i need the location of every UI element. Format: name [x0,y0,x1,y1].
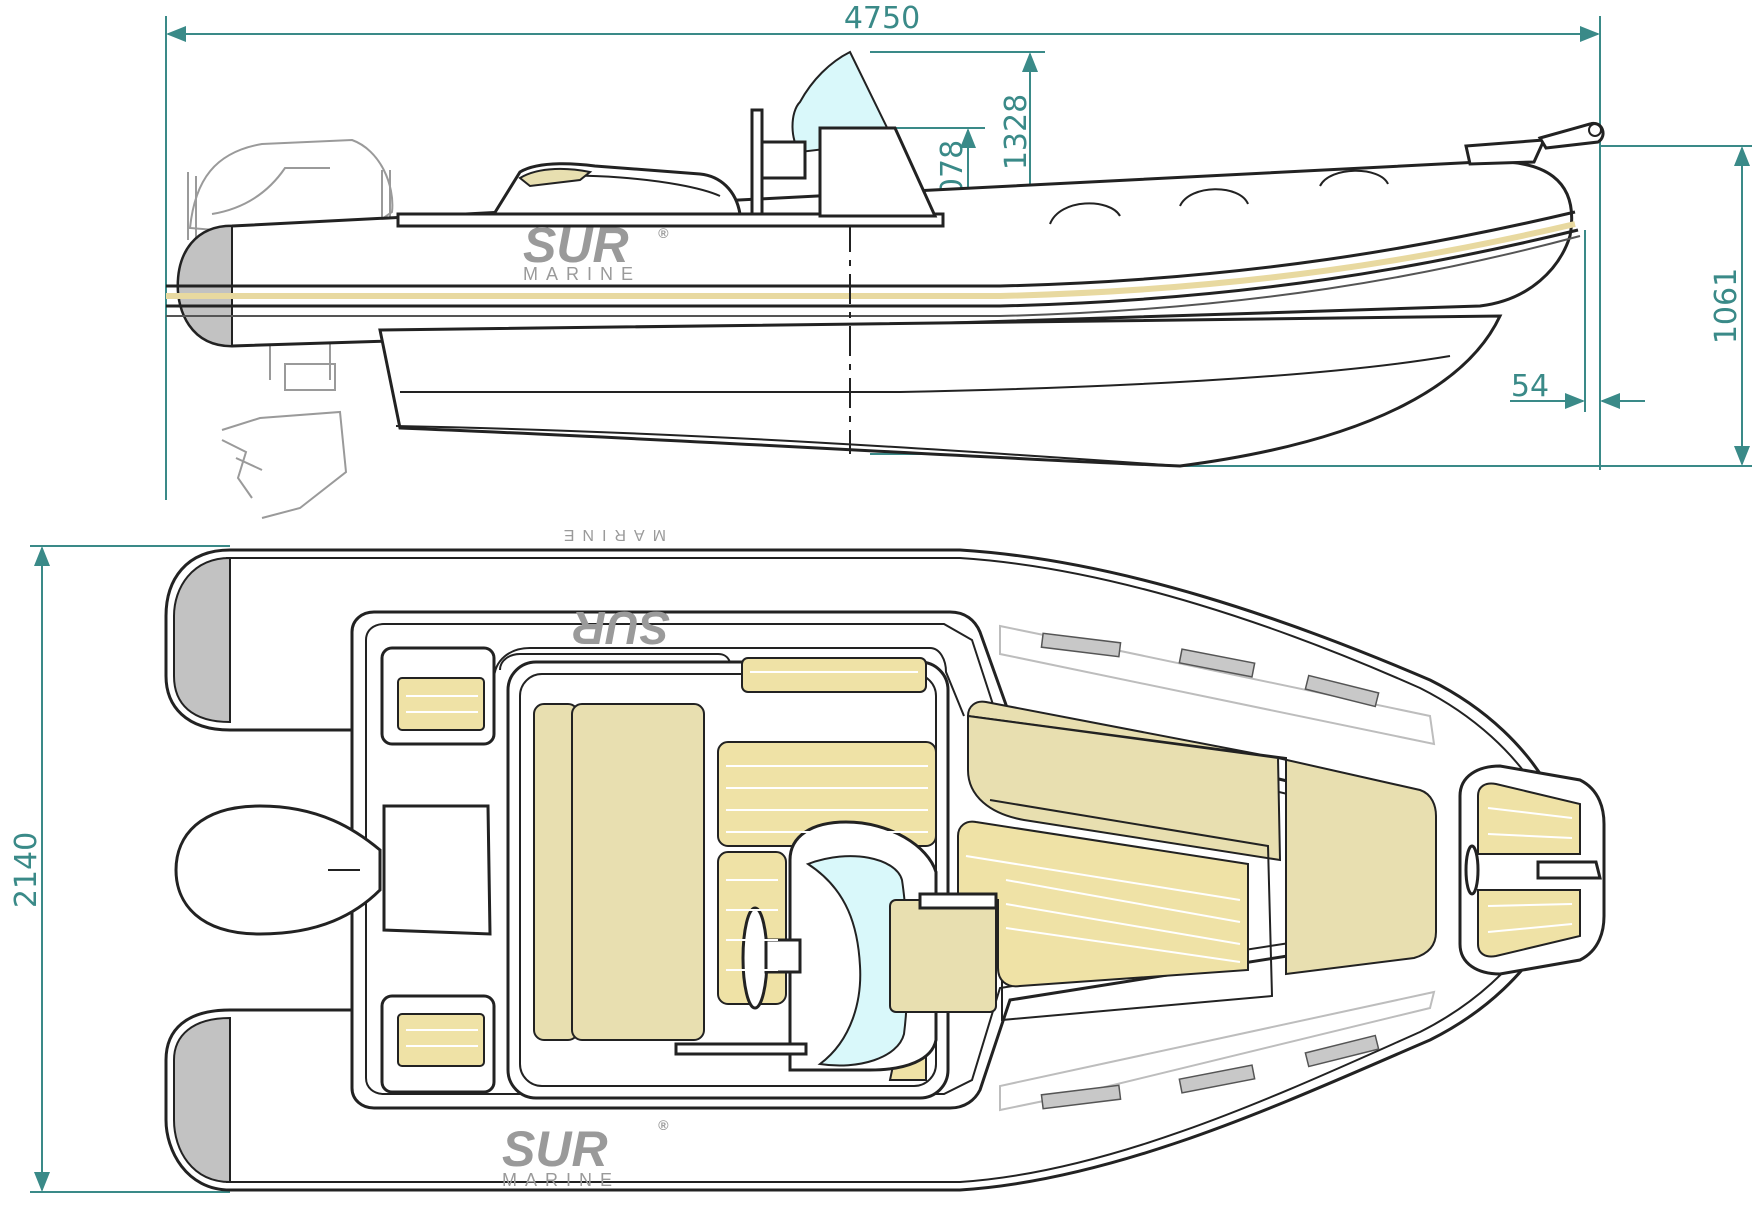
teak-deck-forward [957,820,1249,988]
dim-max-height: 1328 [999,94,1034,170]
side-logo-sub: MARINE [523,264,641,284]
dim-overall-length: 4750 [844,1,920,36]
side-view [166,50,1605,519]
teak-deck-top-strip [741,657,927,693]
top-logo-bottom-main: SUR [502,1121,608,1177]
top-logo-bottom-sub: MARINE [502,1170,620,1190]
outboard-engine-top [174,804,382,936]
deck-strips [406,671,1573,1047]
dim-tube-height: 1061 [1709,268,1744,344]
dim-overall-beam: 2140 [9,832,44,908]
top-windscreen [805,855,909,1067]
side-logo-mark: ® [658,225,669,241]
top-logo-mirrored-sub: MARINE [556,526,666,543]
top-logo-mirrored: SUR MARINE [556,526,670,654]
dimension-labels: 4750 1328 1078 1061 54 2140 [9,1,1744,908]
top-logo-mirrored-main: SUR [573,602,670,654]
top-view [164,548,1606,1192]
top-logo-bottom-mark: ® [658,1117,669,1133]
forward-cushion [966,700,1437,976]
dim-tube-offset: 54 [1511,369,1549,404]
side-logo-main: SUR [523,217,629,273]
top-logo-bottom: SUR ® MARINE [502,1117,669,1190]
side-logo: SUR ® MARINE [523,217,669,284]
